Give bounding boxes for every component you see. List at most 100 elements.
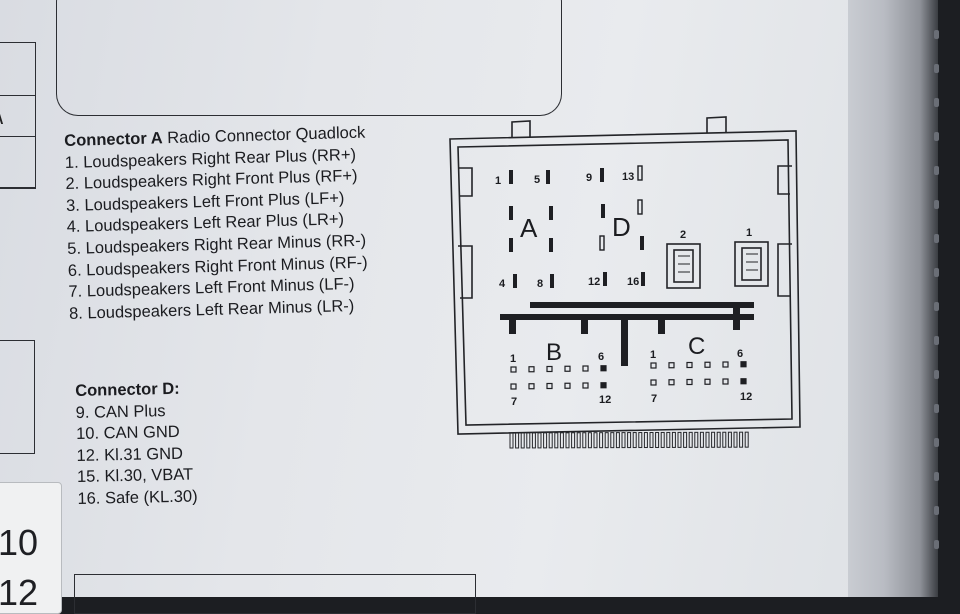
pin-slot bbox=[600, 168, 604, 182]
block-label-b: B bbox=[546, 339, 562, 366]
pin-square bbox=[668, 379, 675, 386]
pin-slot bbox=[640, 236, 644, 250]
pin-number: 5 bbox=[534, 174, 540, 186]
page-number: 10 bbox=[0, 522, 39, 563]
pin-number: 12 bbox=[588, 276, 600, 288]
edge-contact bbox=[694, 431, 699, 448]
edge-contact bbox=[632, 432, 637, 449]
edge-contact bbox=[666, 431, 671, 448]
pin-slot-open bbox=[599, 235, 605, 251]
side-clip bbox=[458, 167, 473, 197]
pin-number: 4 bbox=[499, 278, 506, 290]
pin-number: 9 bbox=[586, 172, 592, 184]
edge-contact bbox=[582, 432, 587, 449]
vent-holes bbox=[930, 0, 960, 597]
pin-square bbox=[546, 382, 553, 390]
small-connector-1 bbox=[734, 241, 769, 287]
edge-contact bbox=[683, 431, 688, 448]
edge-contact bbox=[571, 432, 576, 449]
edge-contact bbox=[599, 432, 604, 449]
pin-slot bbox=[549, 238, 553, 252]
pin-square bbox=[704, 361, 711, 368]
manual-page bbox=[0, 0, 870, 597]
pin-number: 12 bbox=[740, 391, 752, 403]
edge-contact bbox=[548, 432, 553, 449]
edge-contact bbox=[699, 431, 704, 448]
edge-contact bbox=[705, 431, 710, 448]
pin-square bbox=[528, 366, 535, 373]
rail-tab bbox=[509, 314, 516, 334]
pin-number: 1 bbox=[746, 227, 752, 239]
top-frame bbox=[56, 0, 562, 116]
pin-number: 1 bbox=[495, 175, 501, 187]
edge-contact bbox=[520, 432, 525, 449]
edge-contact bbox=[604, 432, 609, 449]
divider bbox=[0, 188, 36, 189]
connector-outline bbox=[449, 130, 801, 435]
pin-square bbox=[546, 365, 553, 373]
edge-contact bbox=[649, 432, 654, 448]
edge-contact bbox=[559, 432, 564, 449]
pin-slot-open bbox=[637, 165, 643, 181]
pin-square bbox=[528, 383, 535, 390]
pin-number: 12 bbox=[599, 394, 611, 406]
pin-square bbox=[582, 365, 589, 372]
small-connector-1-inner bbox=[741, 247, 762, 281]
edge-contact bbox=[660, 431, 665, 448]
block-label-c: C bbox=[688, 333, 705, 360]
edge-contact bbox=[727, 431, 732, 448]
pin-square bbox=[740, 378, 747, 385]
radio-unit-edge bbox=[848, 0, 938, 597]
pin-square bbox=[600, 382, 607, 389]
edge-contact bbox=[643, 432, 648, 449]
edge-contact bbox=[593, 432, 598, 449]
pin-square bbox=[600, 365, 607, 372]
pin-slot bbox=[549, 206, 553, 220]
block-label-a: A bbox=[520, 213, 538, 243]
rail-tab bbox=[581, 314, 588, 334]
pin-slot bbox=[601, 204, 605, 218]
edge-contact bbox=[531, 432, 536, 449]
pin-slot bbox=[513, 274, 517, 288]
pin-slot bbox=[509, 206, 513, 220]
pin-square bbox=[564, 365, 571, 372]
edge-contact bbox=[526, 432, 531, 449]
pin-slot bbox=[509, 238, 513, 252]
pin-square bbox=[510, 383, 517, 390]
edge-contact bbox=[733, 431, 738, 448]
side-box bbox=[0, 340, 35, 454]
block-label-d: D bbox=[612, 212, 631, 242]
pin-number: 6 bbox=[598, 351, 604, 363]
rail-tab bbox=[658, 314, 665, 334]
divider-rail-upper bbox=[530, 302, 754, 308]
side-clip bbox=[777, 243, 792, 297]
edge-contact bbox=[627, 432, 632, 449]
edge-contact bbox=[565, 432, 570, 449]
pin-square bbox=[722, 378, 729, 385]
pin-square bbox=[686, 361, 693, 369]
pin-number: 8 bbox=[537, 278, 543, 290]
edge-contact bbox=[543, 432, 548, 449]
page-number-card bbox=[0, 482, 62, 614]
edge-contact bbox=[515, 432, 520, 449]
edge-contacts bbox=[509, 431, 749, 449]
small-connector-2 bbox=[666, 243, 701, 289]
pin-number: 16 bbox=[627, 276, 639, 288]
edge-contact bbox=[671, 431, 676, 448]
pin-slot bbox=[603, 272, 607, 286]
edge-contact bbox=[744, 431, 749, 448]
quadlock-connector-diagram: A D B C 1 5 4 8 9 13 12 16 2 1 1 6 7 12 … bbox=[0, 0, 960, 597]
edge-contact bbox=[554, 432, 559, 449]
pin-number: 6 bbox=[737, 348, 743, 360]
edge-contact bbox=[587, 432, 592, 449]
edge-contact bbox=[716, 431, 721, 448]
side-clip bbox=[777, 165, 792, 195]
edge-contact bbox=[677, 431, 682, 448]
small-connector-2-inner bbox=[673, 249, 694, 283]
top-latch bbox=[706, 116, 727, 133]
rail-center-post bbox=[621, 314, 628, 366]
top-latch bbox=[511, 120, 531, 137]
edge-contact bbox=[621, 432, 626, 449]
pin-slot bbox=[641, 272, 645, 286]
pin-number: 7 bbox=[511, 396, 517, 408]
